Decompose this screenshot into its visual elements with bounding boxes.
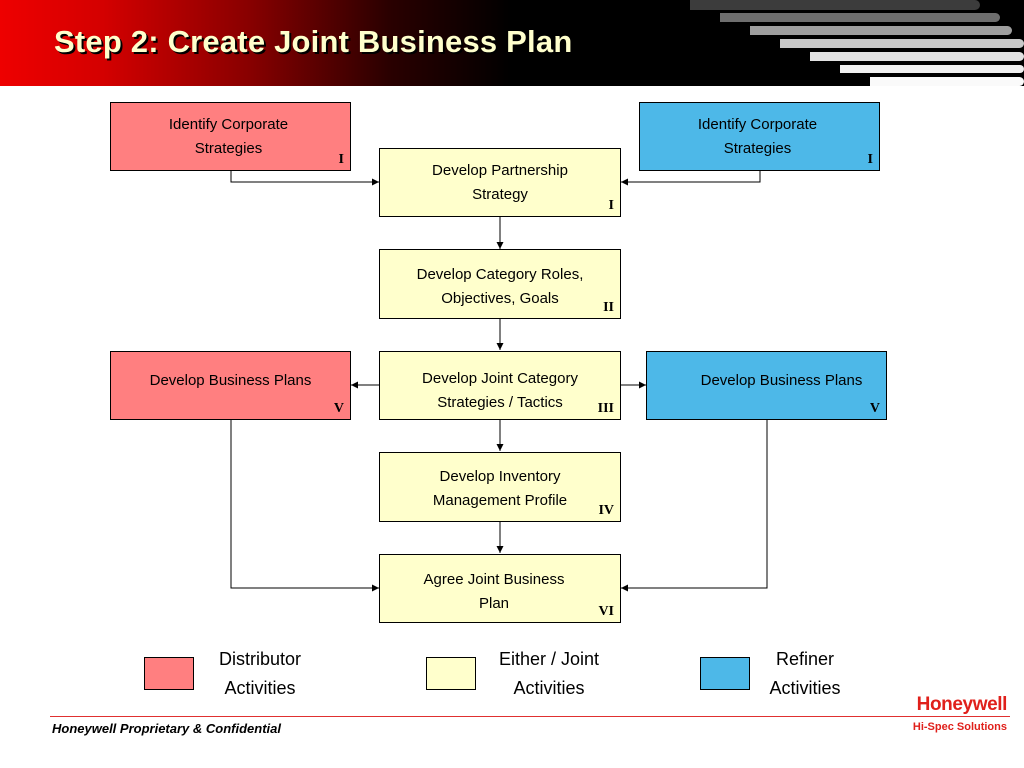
legend-swatch-joint bbox=[426, 657, 476, 690]
box-develop-joint-category-strategies: Develop Joint Category Strategies / Tact… bbox=[379, 351, 621, 420]
box-label: Develop Joint Category Strategies / Tact… bbox=[422, 370, 578, 411]
connector-ref-identify-to-partnership bbox=[621, 170, 761, 186]
box-develop-inventory-management-profile: Develop Inventory Management Profile IV bbox=[379, 452, 621, 522]
banner-stripe bbox=[870, 77, 1024, 86]
connector-dist-plans-to-agree-plan bbox=[230, 419, 379, 592]
box-refiner-develop-business-plans: Develop Business Plans V bbox=[646, 351, 887, 420]
slide-title: Step 2: Create Joint Business Plan bbox=[54, 24, 573, 59]
box-label: Identify Corporate Strategies bbox=[168, 116, 289, 157]
honeywell-logo: Honeywell bbox=[916, 694, 1008, 715]
banner-stripe bbox=[720, 13, 1000, 22]
title-banner: Step 2: Create Joint Business Plan bbox=[0, 0, 1024, 86]
banner-stripe bbox=[810, 52, 1024, 61]
legend-label-distributor: Distributor Activities bbox=[218, 649, 302, 698]
footer-confidential-text: Honeywell Proprietary & Confidential bbox=[52, 721, 281, 736]
legend-swatch-distributor bbox=[144, 657, 194, 690]
legend-label-refiner: Refiner Activities bbox=[769, 649, 841, 698]
step-number: VI bbox=[598, 604, 614, 619]
banner-stripe bbox=[780, 39, 1024, 48]
footer-divider bbox=[50, 716, 1010, 717]
box-label: Develop Category Roles, Objectives, Goal… bbox=[416, 266, 584, 307]
step-number: V bbox=[869, 401, 880, 416]
step-number: II bbox=[603, 300, 614, 315]
box-label: Agree Joint Business Plan bbox=[423, 571, 565, 612]
step-number: V bbox=[333, 401, 344, 416]
legend-label-joint: Either / Joint Activities bbox=[498, 649, 600, 698]
box-refiner-identify-corporate-strategies: Identify Corporate Strategies I bbox=[639, 102, 880, 171]
logo-tagline: Hi-Spec Solutions bbox=[912, 721, 1007, 733]
box-distributor-develop-business-plans: Develop Business Plans V bbox=[110, 351, 351, 420]
box-develop-category-roles: Develop Category Roles, Objectives, Goal… bbox=[379, 249, 621, 319]
box-label: Develop Partnership Strategy bbox=[432, 162, 568, 203]
step-number: I bbox=[338, 152, 344, 167]
step-number: I bbox=[608, 198, 614, 213]
connector-dist-identify-to-partnership bbox=[230, 170, 379, 186]
step-number: I bbox=[867, 152, 873, 167]
box-label: Develop Inventory Management Profile bbox=[432, 468, 568, 509]
banner-stripe bbox=[690, 0, 980, 10]
box-label: Develop Business Plans bbox=[149, 372, 312, 389]
box-label: Develop Business Plans bbox=[700, 372, 863, 389]
banner-stripe bbox=[750, 26, 1012, 35]
box-distributor-identify-corporate-strategies: Identify Corporate Strategies I bbox=[110, 102, 351, 171]
box-label: Identify Corporate Strategies bbox=[697, 116, 818, 157]
box-agree-joint-business-plan: Agree Joint Business Plan VI bbox=[379, 554, 621, 623]
connector-ref-plans-to-agree-plan bbox=[621, 419, 768, 592]
banner-stripe bbox=[840, 65, 1024, 73]
step-number: III bbox=[597, 401, 614, 416]
step-number: IV bbox=[598, 503, 614, 518]
box-develop-partnership-strategy: Develop Partnership Strategy I bbox=[379, 148, 621, 217]
legend-swatch-refiner bbox=[700, 657, 750, 690]
